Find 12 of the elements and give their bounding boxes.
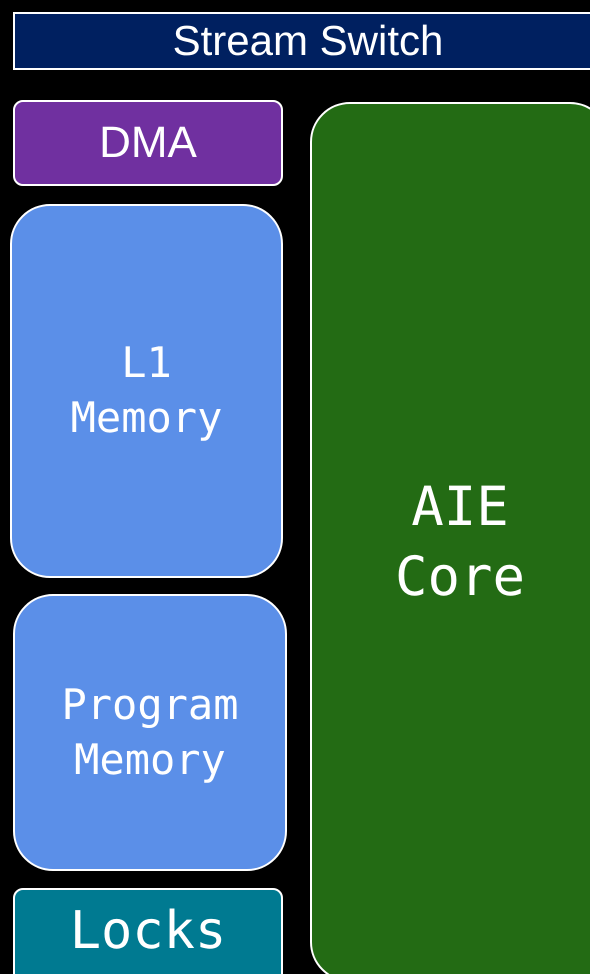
block-label: L1 Memory (70, 337, 222, 444)
core-block (310, 102, 590, 974)
block-label: DMA (99, 117, 197, 170)
memory-block (10, 204, 283, 578)
block-label: Locks (70, 900, 226, 963)
memory-block (13, 594, 287, 871)
block-label: Program Memory (61, 678, 238, 786)
title-bar (13, 12, 590, 70)
dma-block (13, 100, 283, 186)
locks-block (13, 888, 283, 974)
block-label: Stream Switch (172, 16, 444, 66)
block-label: AIE Core (394, 474, 526, 610)
